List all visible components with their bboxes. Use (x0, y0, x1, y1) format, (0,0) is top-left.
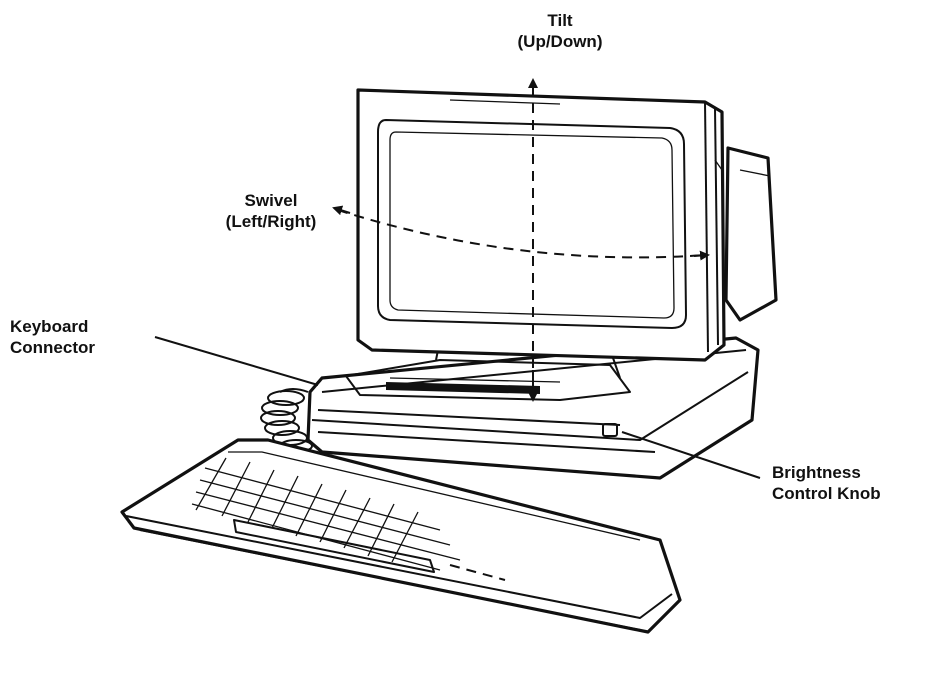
tilt-label-line1: Tilt (547, 11, 573, 30)
monitor-back (724, 146, 778, 322)
keyboard-connector-label-line2: Connector (10, 338, 95, 357)
tilt-label-line2: (Up/Down) (517, 32, 603, 51)
brightness-knob (602, 423, 618, 437)
monitor-front (356, 88, 726, 362)
brightness-control-label-line1: Brightness (772, 463, 861, 482)
keyboard-connector-leader (154, 336, 319, 386)
tilt-label: Tilt (Up/Down) (490, 10, 630, 52)
swivel-arrow (332, 205, 710, 261)
swivel-label-line1: Swivel (244, 191, 298, 210)
brightness-leader (621, 431, 761, 479)
base-unit (306, 336, 760, 480)
brightness-control-label: Brightness Control Knob (772, 462, 922, 504)
keyboard-connector-label: Keyboard Connector (10, 316, 150, 358)
swivel-label: Swivel (Left/Right) (206, 190, 336, 232)
brightness-control-label-line2: Control Knob (772, 484, 881, 503)
keyboard-connector-label-line1: Keyboard (10, 317, 89, 336)
keyboard (120, 438, 682, 634)
swivel-label-line2: (Left/Right) (225, 212, 317, 231)
